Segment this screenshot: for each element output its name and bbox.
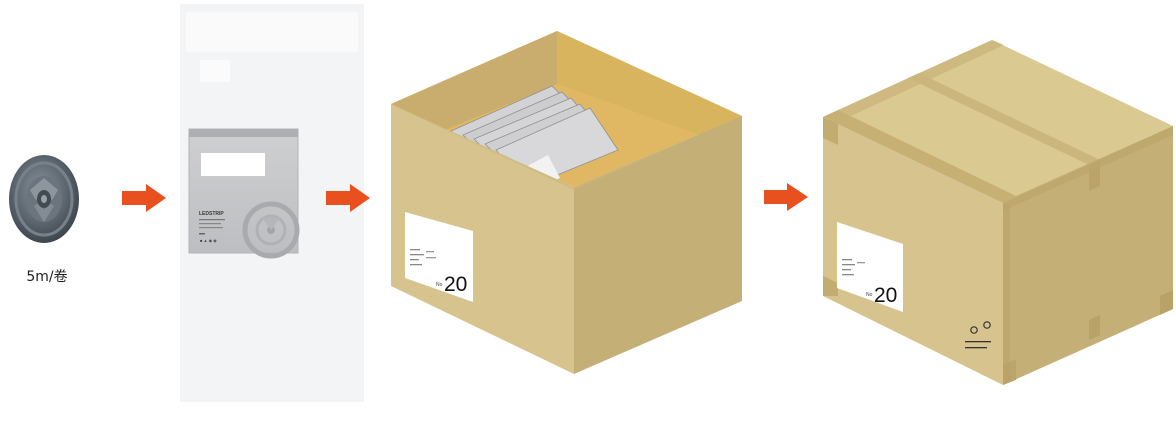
svg-text:■ ▲ ◉ ◉: ■ ▲ ◉ ◉ — [200, 238, 217, 243]
reel-length-caption: 5m/卷 — [12, 266, 82, 286]
bag-brand-label: LEDSTRIP — [199, 211, 224, 217]
carton-quantity: 20 — [444, 273, 467, 296]
arrow-right-icon — [122, 184, 166, 212]
carton-no-label: No — [436, 282, 443, 288]
open-carton: No 20 — [391, 31, 742, 374]
carton-no-label: No — [866, 292, 873, 298]
packaging-bag: LEDSTRIP ■ ▲ ◉ ◉ — [189, 129, 298, 256]
arrow-right-icon — [326, 184, 370, 212]
carton-quantity: 20 — [874, 284, 897, 307]
sealed-carton: No 20 — [823, 40, 1173, 385]
led-strip-reel — [9, 155, 79, 243]
arrow-right-icon — [764, 183, 808, 211]
